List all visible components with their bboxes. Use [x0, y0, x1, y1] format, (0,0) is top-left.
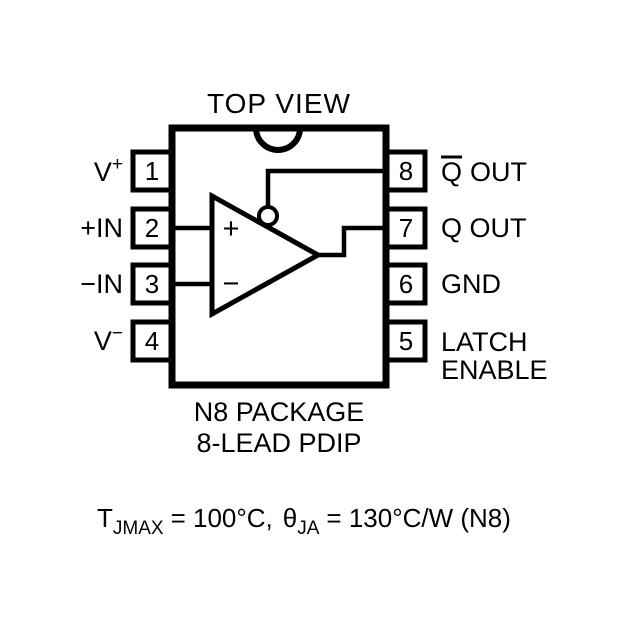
pin-7-box — [384, 206, 428, 250]
ic-notch — [253, 127, 303, 153]
pin-8-label-rest: OUT — [470, 157, 527, 187]
thermal-note-theta: θ — [283, 503, 297, 533]
pin-5-label-line1: LATCH — [441, 327, 528, 357]
pin-2-label-main: +IN — [80, 213, 123, 243]
pin-4-box — [130, 319, 174, 363]
pin-3-label-main: −IN — [80, 269, 123, 299]
pin-8-box — [384, 149, 428, 193]
pin-3-number: 3 — [145, 269, 159, 299]
pin-1-number: 1 — [145, 156, 159, 186]
pin-1-label: V+ — [94, 154, 123, 187]
pin-2-number: 2 — [145, 213, 159, 243]
thermal-note: TJMAX = 100°C, θJA = 130°C/W (N8) — [97, 503, 511, 539]
thermal-note-t-value: = 100°C, — [171, 503, 273, 533]
pin-3-label: −IN — [80, 269, 123, 299]
comparator-minus-sign: − — [223, 268, 240, 300]
comparator-plus-sign: + — [223, 213, 240, 245]
thermal-note-t-sub: JMAX — [113, 518, 164, 539]
pin-7-label: Q OUT — [441, 213, 527, 243]
wire-qbar-output — [265, 168, 387, 207]
pin-3-box — [130, 262, 174, 306]
pin-8-number: 8 — [399, 156, 413, 186]
pin-4-number: 4 — [145, 326, 159, 356]
thermal-note-theta-value: = 130°C/W (N8) — [326, 503, 511, 533]
thermal-note-theta-sub: JA — [297, 518, 320, 539]
thermal-note-t: T — [97, 503, 113, 533]
pin-8-label-q: Q — [441, 157, 462, 187]
pin-2-label: +IN — [80, 213, 123, 243]
pin-1-label-main: V — [94, 157, 112, 187]
inversion-bubble-icon — [257, 205, 279, 227]
pin-4-label: V− — [94, 323, 123, 356]
top-view-title: TOP VIEW — [207, 88, 351, 119]
pin-4-label-main: V — [94, 326, 112, 356]
pin-1-box — [130, 149, 174, 193]
pin-5-number: 5 — [399, 326, 413, 356]
pin-8-label: Q OUT — [441, 157, 527, 187]
pin-7-number: 7 — [399, 213, 413, 243]
wire-q-output — [318, 225, 387, 258]
pin-1-label-sup: + — [112, 154, 123, 175]
pin-2-box — [130, 206, 174, 250]
package-type: 8-LEAD PDIP — [196, 428, 361, 458]
pin-6-label: GND — [441, 269, 501, 299]
pin-5-label-line2: ENABLE — [441, 355, 548, 385]
package-name: N8 PACKAGE — [194, 397, 365, 427]
pin-6-box — [384, 262, 428, 306]
pin-6-number: 6 — [399, 269, 413, 299]
pin-4-label-sup: − — [112, 323, 123, 344]
pin-5-box — [384, 319, 428, 363]
